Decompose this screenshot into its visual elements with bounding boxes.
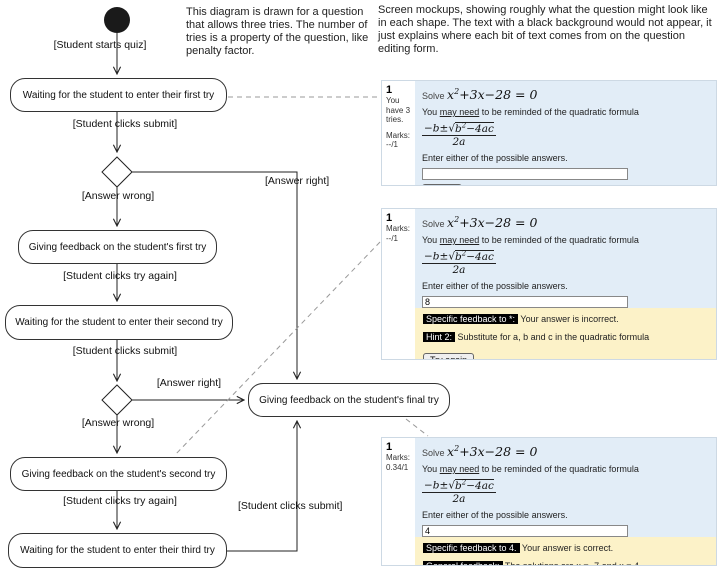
marks-label: Marks: bbox=[386, 224, 410, 233]
note-mockups: Screen mockups, showing roughly what the… bbox=[378, 4, 712, 55]
question-number: 1 bbox=[386, 212, 393, 224]
reminder-pre: You bbox=[422, 107, 440, 118]
activity-feedback-second-try: Giving feedback on the student's second … bbox=[10, 457, 227, 491]
general-feedback-text: The solutions are x = -7 and x = 4. bbox=[505, 561, 642, 565]
question-content-2: Solve x2+3x−28 = 0 You may need to be re… bbox=[415, 209, 716, 359]
formula-prefix: −b± bbox=[424, 122, 449, 135]
question-info-3: 1 Marks: 0.34/1 bbox=[382, 438, 415, 565]
reminder-text: You may need to be reminded of the quadr… bbox=[422, 235, 639, 246]
label-answer-right-1: [Answer right] bbox=[265, 175, 330, 187]
sqrt-sign: √ bbox=[448, 122, 456, 135]
may-need-link[interactable]: may need bbox=[439, 464, 480, 475]
may-need-link[interactable]: may need bbox=[439, 235, 480, 246]
check-button[interactable]: Check bbox=[422, 183, 462, 185]
activity-wait-second-try: Waiting for the student to enter their s… bbox=[5, 305, 233, 340]
marks-value: 0.34/1 bbox=[386, 462, 409, 472]
marks-label: Marks: bbox=[386, 453, 410, 462]
sqrt-sign: √ bbox=[448, 250, 456, 263]
try-again-button[interactable]: Try again bbox=[423, 352, 475, 359]
tries-note: You have 3 tries. bbox=[386, 96, 411, 124]
equation: x2+3x−28 = 0 bbox=[447, 87, 537, 102]
edge-answer-right-1-to-final bbox=[132, 171, 297, 379]
answer-input[interactable] bbox=[422, 524, 628, 537]
marks-value: --/1 bbox=[386, 140, 398, 149]
marks-value: --/1 bbox=[386, 233, 398, 243]
sqrt-sign: √ bbox=[448, 479, 456, 492]
reminder-text: You may need to be reminded of the quadr… bbox=[422, 107, 709, 118]
feedback-area: Specific feedback to 4. Your answer is c… bbox=[415, 536, 716, 565]
hint-text: Substitute for a, b and c in the quadrat… bbox=[457, 331, 650, 342]
feedback-area: Specific feedback to *: Your answer is i… bbox=[415, 307, 716, 359]
label-answer-wrong-2: [Answer wrong] bbox=[81, 417, 155, 429]
reminder-text: You may need to be reminded of the quadr… bbox=[422, 464, 639, 475]
label-submit-1: [Student clicks submit] bbox=[72, 118, 178, 130]
question-info-2: 1 Marks: --/1 bbox=[382, 209, 415, 359]
formula-denominator: 2a bbox=[452, 492, 466, 505]
decision-1 bbox=[101, 156, 133, 188]
feedback-text: Your answer is correct. bbox=[521, 542, 614, 553]
dashed-link-mockup-2-to-feedback-second bbox=[173, 241, 381, 457]
reminder-post: to be reminded of the quadratic formula bbox=[479, 107, 639, 118]
may-need-link[interactable]: may need bbox=[439, 107, 480, 118]
question-content-3: Solve x2+3x−28 = 0 You may need to be re… bbox=[415, 438, 716, 565]
enter-prompt: Enter either of the possible answers. bbox=[422, 280, 568, 291]
solve-label: Solve bbox=[422, 219, 445, 230]
dashed-link-final-to-mockup-3 bbox=[405, 418, 429, 437]
start-node bbox=[104, 7, 130, 33]
mockup-first-try: 1 You have 3 tries. Marks: --/1 Solve x2… bbox=[381, 80, 717, 186]
formula-denominator: 2a bbox=[452, 135, 466, 148]
feedback-tag: Specific feedback to 4. bbox=[423, 542, 520, 553]
answer-input[interactable] bbox=[422, 167, 628, 180]
activity-wait-third-try: Waiting for the student to enter their t… bbox=[8, 533, 227, 568]
note-diagram: This diagram is drawn for a question tha… bbox=[186, 6, 369, 57]
formula-denominator: 2a bbox=[452, 263, 466, 276]
activity-wait-first-try: Waiting for the student to enter their f… bbox=[10, 78, 227, 112]
solve-label: Solve bbox=[422, 91, 445, 102]
equation-rest: +3x−28 = 0 bbox=[459, 87, 538, 103]
enter-prompt: Enter either of the possible answers. bbox=[422, 152, 568, 163]
answer-input[interactable] bbox=[422, 295, 628, 308]
label-submit-3: [Student clicks submit] bbox=[238, 500, 343, 512]
label-answer-right-2: [Answer right] bbox=[156, 377, 222, 389]
radicand: b2−4ac bbox=[455, 249, 494, 263]
general-feedback-line: General feedback: The solutions are x = … bbox=[423, 560, 708, 565]
activity-feedback-first-try: Giving feedback on the student's first t… bbox=[18, 230, 217, 264]
marks-label: Marks: bbox=[386, 130, 410, 140]
equation-base: x bbox=[447, 87, 455, 103]
question-number: 1 bbox=[386, 441, 393, 453]
solve-label: Solve bbox=[422, 448, 445, 459]
decision-2 bbox=[101, 384, 133, 416]
enter-prompt: Enter either of the possible answers. bbox=[422, 509, 568, 520]
specific-feedback-line: Specific feedback to *: Your answer is i… bbox=[423, 313, 708, 325]
label-answer-wrong-1: [Answer wrong] bbox=[81, 190, 155, 202]
radicand: b2−4ac bbox=[455, 121, 494, 135]
label-student-starts-quiz: [Student starts quiz] bbox=[53, 39, 147, 51]
question-content-1: Solve x2+3x−28 = 0 You may need to be re… bbox=[415, 81, 716, 185]
equation-exponent: 2 bbox=[454, 87, 460, 96]
equation: x2+3x−28 = 0 bbox=[447, 215, 538, 231]
specific-feedback-line: Specific feedback to 4. Your answer is c… bbox=[423, 542, 708, 554]
label-try-again-2: [Student clicks try again] bbox=[63, 495, 177, 507]
mockup-wrong-feedback: 1 Marks: --/1 Solve x2+3x−28 = 0 You may… bbox=[381, 208, 717, 360]
general-feedback-tag: General feedback: bbox=[423, 560, 503, 565]
edge-wait-third-submit-to-final bbox=[227, 421, 297, 552]
hint-line: Hint 2: Substitute for a, b and c in the… bbox=[423, 331, 708, 343]
equation: x2+3x−28 = 0 bbox=[447, 444, 538, 460]
question-info-1: 1 You have 3 tries. Marks: --/1 bbox=[382, 81, 415, 185]
label-try-again-1: [Student clicks try again] bbox=[63, 270, 177, 282]
feedback-text: Your answer is incorrect. bbox=[520, 313, 619, 324]
radicand: b2−4ac bbox=[455, 478, 494, 492]
feedback-tag: Specific feedback to *: bbox=[423, 313, 519, 324]
hint-tag: Hint 2: bbox=[423, 331, 456, 342]
mockup-correct-feedback: 1 Marks: 0.34/1 Solve x2+3x−28 = 0 You m… bbox=[381, 437, 717, 566]
activity-feedback-final-try: Giving feedback on the student's final t… bbox=[248, 383, 450, 417]
label-submit-2: [Student clicks submit] bbox=[72, 345, 178, 357]
question-number: 1 bbox=[386, 84, 393, 96]
